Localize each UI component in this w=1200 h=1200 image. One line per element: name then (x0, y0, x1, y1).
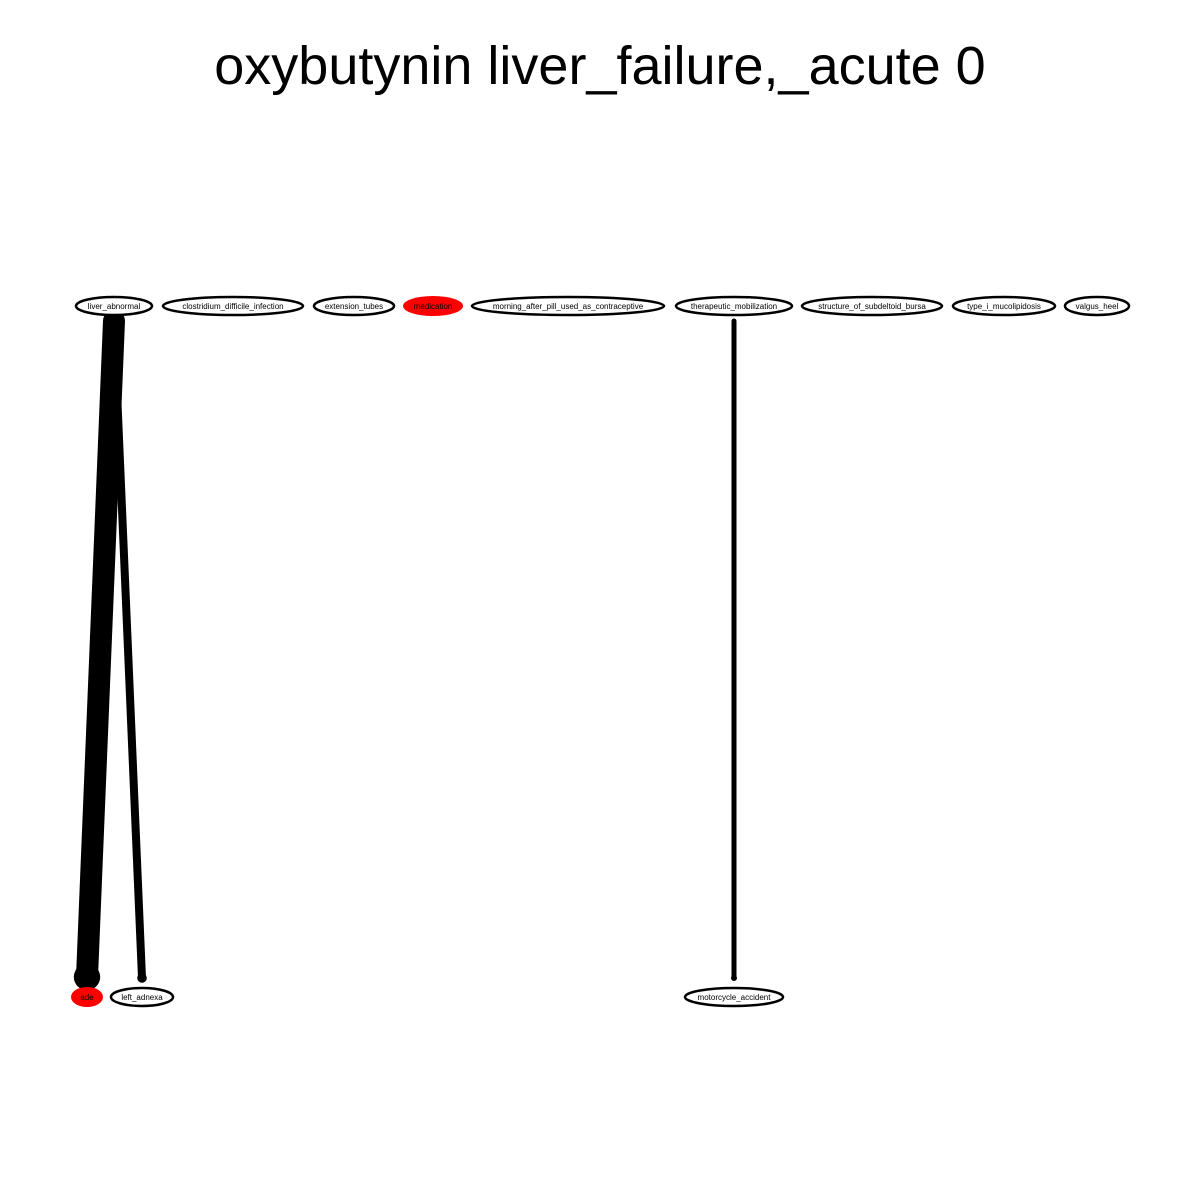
node-shape-ade (71, 987, 103, 1007)
node-shape-type_i_mucolipidosis (951, 295, 1057, 317)
node-left_adnexa: left_adnexa (109, 986, 175, 1008)
node-shape-liver_abnormal (74, 295, 154, 317)
node-label-ade: ade (80, 993, 94, 1002)
node-shape-morning_after_pill_used_as_contraceptive (470, 295, 666, 317)
node-label-therapeutic_mobilization: therapeutic_mobilization (691, 302, 777, 311)
node-label-motorcycle_accident: motorcycle_accident (698, 993, 772, 1002)
node-shape-structure_of_subdeltoid_bursa (800, 295, 944, 317)
node-extension_tubes: extension_tubes (312, 295, 396, 317)
node-motorcycle_accident: motorcycle_accident (683, 986, 785, 1008)
node-therapeutic_mobilization: therapeutic_mobilization (674, 295, 794, 317)
node-shape-left_adnexa (109, 986, 175, 1008)
node-liver_abnormal: liver_abnormal (74, 295, 154, 317)
node-label-extension_tubes: extension_tubes (325, 302, 383, 311)
node-label-type_i_mucolipidosis: type_i_mucolipidosis (967, 302, 1041, 311)
edge-liver_abnormal-to-ade (76, 310, 125, 988)
edge-arrowhead-ade (73, 963, 101, 991)
node-label-left_adnexa: left_adnexa (121, 993, 163, 1002)
node-shape-motorcycle_accident (683, 986, 785, 1008)
node-label-structure_of_subdeltoid_bursa: structure_of_subdeltoid_bursa (818, 302, 926, 311)
node-shape-valgus_heel (1063, 295, 1131, 317)
edge-liver_abnormal-to-left_adnexa (110, 317, 146, 982)
node-type_i_mucolipidosis: type_i_mucolipidosis (951, 295, 1057, 317)
nodes-layer: liver_abnormal clostridium_difficile_infe… (71, 295, 1131, 1008)
node-shape-medication (403, 296, 463, 316)
edges-layer (73, 310, 737, 991)
node-structure_of_subdeltoid_bursa: structure_of_subdeltoid_bursa (800, 295, 944, 317)
node-label-valgus_heel: valgus_heel (1076, 302, 1119, 311)
node-label-medication: medication (414, 302, 453, 311)
node-morning_after_pill_used_as_contraceptive: morning_after_pill_used_as_contraceptive (470, 295, 666, 317)
node-shape-clostridium_difficile_infection (161, 295, 305, 317)
edge-arrowhead-motorcycle_accident (731, 975, 737, 981)
node-label-liver_abnormal: liver_abnormal (88, 302, 141, 311)
node-label-morning_after_pill_used_as_contraceptive: morning_after_pill_used_as_contraceptive (493, 302, 644, 311)
node-valgus_heel: valgus_heel (1063, 295, 1131, 317)
node-ade: ade (71, 987, 103, 1007)
node-clostridium_difficile_infection: clostridium_difficile_infection (161, 295, 305, 317)
edge-arrowhead-left_adnexa (137, 973, 147, 983)
node-shape-therapeutic_mobilization (674, 295, 794, 317)
node-medication: medication (403, 296, 463, 316)
graph-title: oxybutynin liver_failure,_acute 0 (214, 36, 985, 96)
node-label-clostridium_difficile_infection: clostridium_difficile_infection (182, 302, 283, 311)
node-shape-extension_tubes (312, 295, 396, 317)
